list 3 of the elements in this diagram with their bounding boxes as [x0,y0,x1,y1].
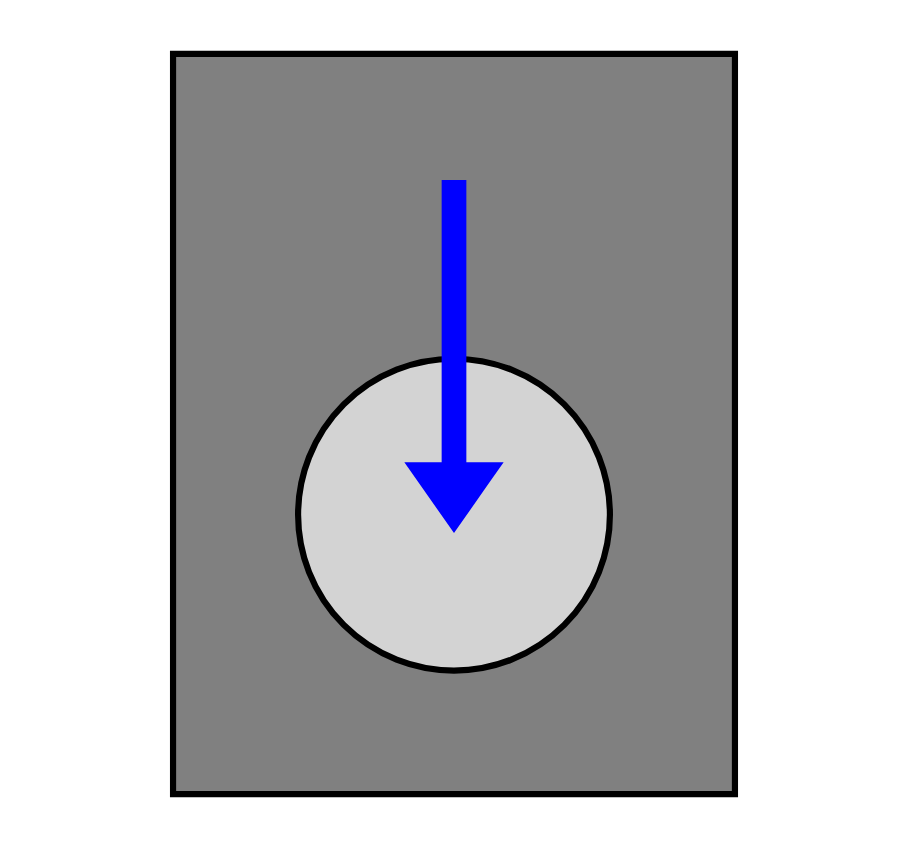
arrow [403,179,503,534]
cluster [168,50,738,798]
node-circle [294,355,612,674]
